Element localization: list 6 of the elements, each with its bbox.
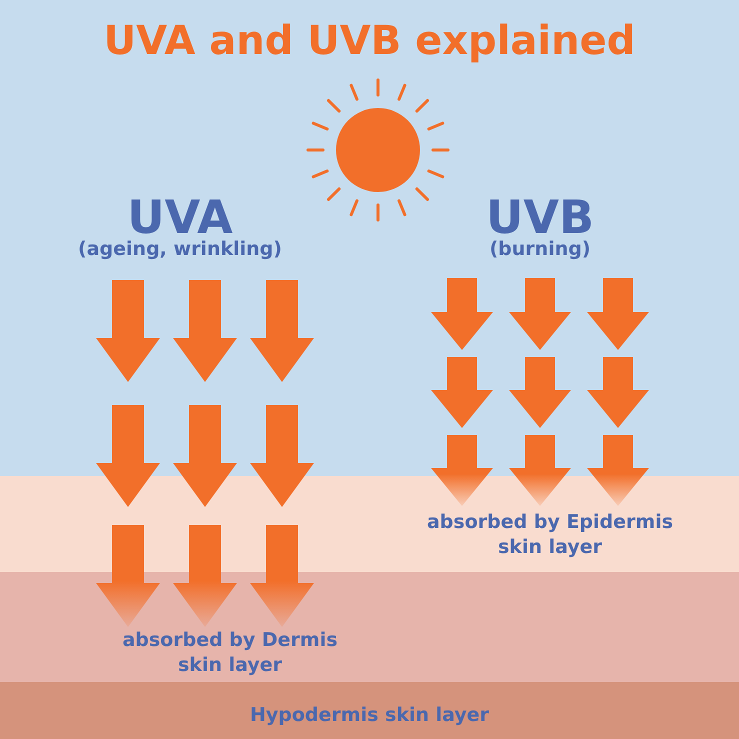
subtitle: (ageing, wrinkling): [77, 238, 283, 260]
caption: absorbed by Epidermis skin layer: [426, 510, 674, 560]
title: UVA and UVB explained: [102, 18, 636, 64]
subtitle: (burning): [488, 238, 592, 260]
layer-label: Hypodermis skin layer: [248, 704, 490, 726]
caption: absorbed by Dermis skin layer: [121, 628, 339, 678]
